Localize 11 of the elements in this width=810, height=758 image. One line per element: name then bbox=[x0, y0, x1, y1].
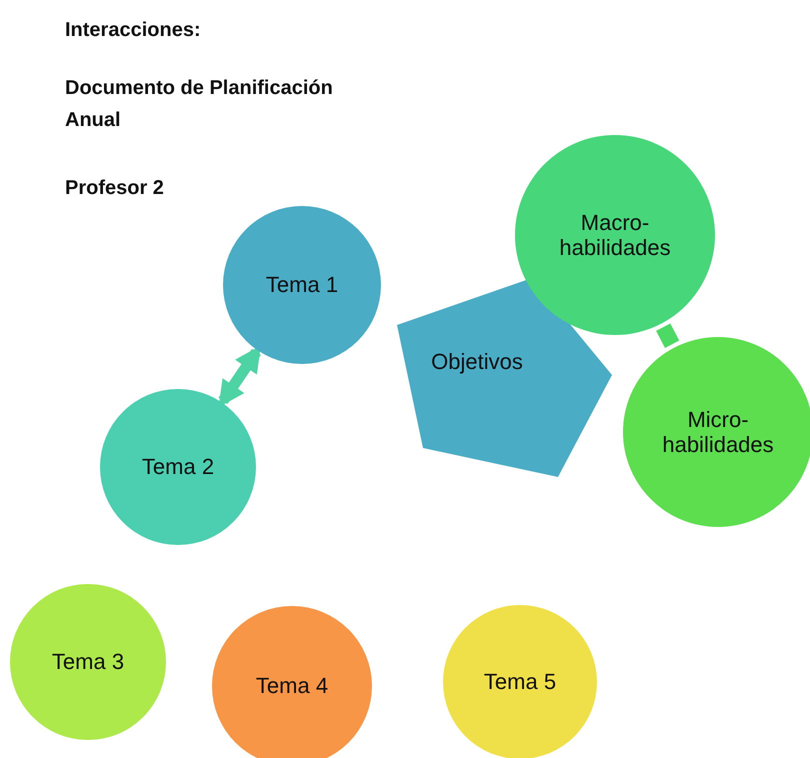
node-label: Tema 5 bbox=[484, 669, 556, 695]
title: Interacciones: bbox=[65, 18, 202, 43]
heading-text: Documento de Planificación Anual bbox=[65, 76, 334, 133]
node-label: Tema 1 bbox=[266, 272, 338, 298]
node-label: Tema 4 bbox=[256, 673, 328, 699]
node-label: Micro- habilidades bbox=[661, 406, 775, 458]
node-label: Macro- habilidades bbox=[558, 210, 672, 260]
node-label: Tema 2 bbox=[142, 454, 214, 480]
heading-text: Profesor 2 bbox=[65, 176, 165, 201]
node-label: Tema 3 bbox=[52, 649, 124, 675]
node-label: Objetivos bbox=[431, 349, 523, 375]
